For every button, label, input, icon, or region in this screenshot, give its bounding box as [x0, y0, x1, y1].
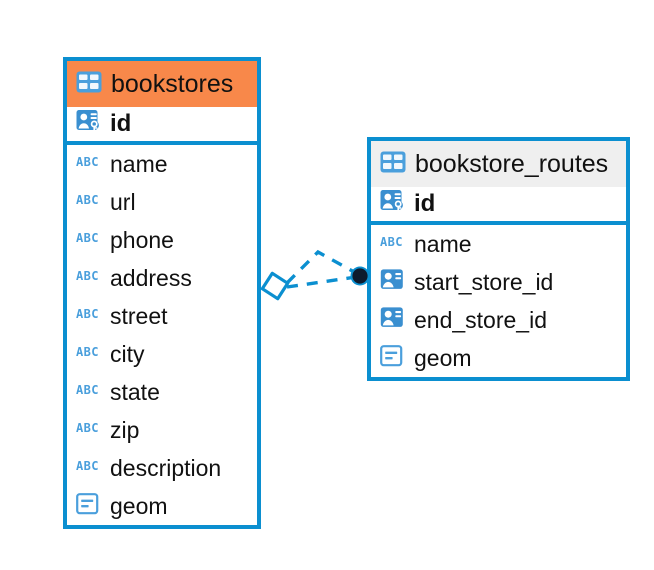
field-label: city: [110, 340, 145, 367]
primary-key-icon: [76, 109, 102, 139]
field-row-city[interactable]: ABC city: [67, 335, 257, 373]
field-row-state[interactable]: ABC state: [67, 373, 257, 411]
field-label: geom: [110, 492, 168, 519]
foreign-key-icon: [380, 306, 406, 334]
abc-icon: ABC: [76, 345, 102, 364]
svg-text:ABC: ABC: [76, 383, 99, 397]
abc-icon: ABC: [76, 307, 102, 326]
abc-icon: ABC: [76, 269, 102, 288]
field-label: description: [110, 454, 222, 481]
field-label: id: [414, 190, 436, 217]
entity-title: bookstores: [111, 69, 234, 98]
diamond-marker: [260, 271, 290, 301]
table-icon: [380, 151, 406, 178]
relationship-line-lower: [286, 275, 357, 289]
field-label: url: [110, 188, 136, 215]
abc-icon: ABC: [76, 231, 102, 250]
svg-text:ABC: ABC: [76, 345, 99, 359]
field-label: id: [110, 110, 132, 137]
field-row-id[interactable]: id: [67, 107, 257, 145]
field-row-description[interactable]: ABC description: [67, 449, 257, 487]
field-label: name: [110, 150, 168, 177]
entity-title: bookstore_routes: [415, 149, 609, 178]
svg-text:ABC: ABC: [76, 421, 99, 435]
field-row-address[interactable]: ABC address: [67, 259, 257, 297]
svg-text:ABC: ABC: [380, 235, 403, 249]
table-icon: [76, 71, 102, 98]
field-row-end-store-id[interactable]: end_store_id: [371, 301, 626, 339]
field-row-geom[interactable]: geom: [371, 339, 626, 377]
field-label: zip: [110, 416, 140, 443]
field-label: address: [110, 264, 192, 291]
field-row-start-store-id[interactable]: start_store_id: [371, 263, 626, 301]
field-row-geom[interactable]: geom: [67, 487, 257, 525]
field-label: street: [110, 302, 168, 329]
field-row-street[interactable]: ABC street: [67, 297, 257, 335]
field-label: geom: [414, 344, 472, 371]
field-label: end_store_id: [414, 306, 547, 333]
field-row-name[interactable]: ABC name: [67, 145, 257, 183]
geometry-icon: [380, 344, 406, 373]
abc-icon: ABC: [76, 155, 102, 174]
field-row-url[interactable]: ABC url: [67, 183, 257, 221]
abc-icon: ABC: [76, 459, 102, 478]
entity-table-bookstore-routes[interactable]: bookstore_routes id: [367, 137, 630, 381]
geometry-icon: [76, 492, 102, 521]
abc-icon: ABC: [380, 235, 406, 254]
entity-table-bookstores[interactable]: bookstores id A: [63, 57, 261, 529]
foreign-key-icon: [380, 268, 406, 296]
field-label: state: [110, 378, 160, 405]
abc-icon: ABC: [76, 421, 102, 440]
field-label: phone: [110, 226, 174, 253]
svg-text:ABC: ABC: [76, 155, 99, 169]
abc-icon: ABC: [76, 383, 102, 402]
field-label: name: [414, 230, 472, 257]
svg-text:ABC: ABC: [76, 269, 99, 283]
svg-text:ABC: ABC: [76, 459, 99, 473]
svg-text:ABC: ABC: [76, 231, 99, 245]
entity-header-bookstores[interactable]: bookstores: [67, 61, 257, 107]
entity-header-bookstore-routes[interactable]: bookstore_routes: [371, 141, 626, 187]
field-label: start_store_id: [414, 268, 554, 295]
primary-key-icon: [380, 189, 406, 219]
svg-text:ABC: ABC: [76, 193, 99, 207]
field-row-id[interactable]: id: [371, 187, 626, 225]
svg-text:ABC: ABC: [76, 307, 99, 321]
field-row-phone[interactable]: ABC phone: [67, 221, 257, 259]
field-row-zip[interactable]: ABC zip: [67, 411, 257, 449]
field-row-name[interactable]: ABC name: [371, 225, 626, 263]
relationship-line-upper: [285, 249, 357, 285]
abc-icon: ABC: [76, 193, 102, 212]
